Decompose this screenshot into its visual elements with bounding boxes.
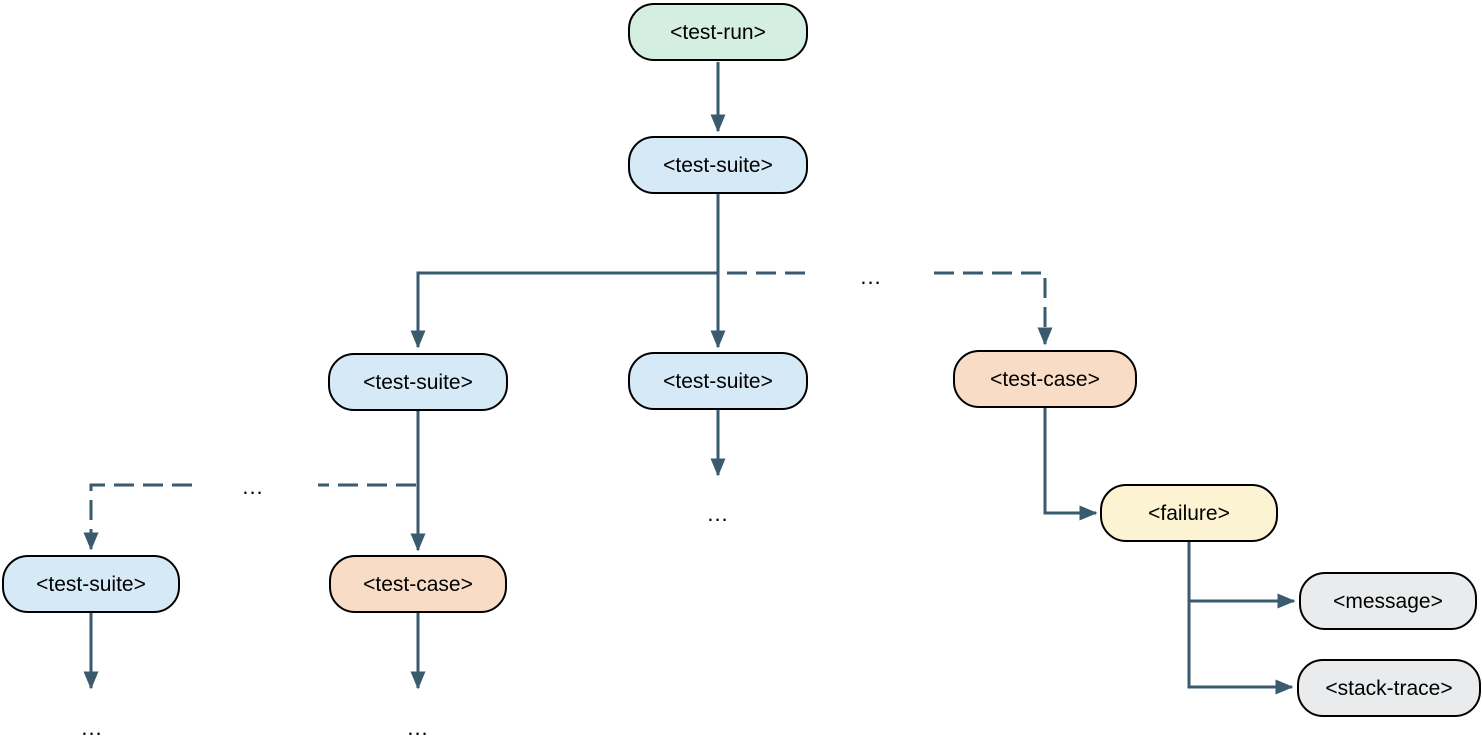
edge-rootsuite-testcase-dashed: [934, 271, 1053, 346]
ellipsis-below-bottom-case: ...: [407, 715, 429, 740]
ellipsis-top-branch: ...: [860, 264, 882, 289]
node-stack-trace-label: <stack-trace>: [1325, 676, 1453, 700]
node-test-suite-bottom-left: <test-suite>: [2, 555, 180, 613]
node-test-case-bottom: <test-case>: [329, 555, 507, 613]
node-test-case-bottom-label: <test-case>: [363, 572, 473, 596]
node-failure: <failure>: [1100, 484, 1278, 542]
node-test-suite-mid-label: <test-suite>: [663, 369, 773, 393]
ellipsis-below-mid-suite: ...: [707, 501, 729, 526]
edge-leftsuite-bottomleftsuite-dashed: [83, 483, 192, 551]
edge-rootsuite-leftsuite: [410, 271, 718, 349]
node-test-run-label: <test-run>: [670, 20, 766, 44]
node-test-suite-root-label: <test-suite>: [663, 153, 773, 177]
node-test-run: <test-run>: [628, 3, 808, 61]
node-test-suite-root: <test-suite>: [628, 136, 808, 194]
node-test-suite-bottom-left-label: <test-suite>: [36, 572, 146, 596]
node-message-label: <message>: [1333, 589, 1443, 613]
ellipsis-left-branch: ...: [242, 474, 264, 499]
edge-failure-message: [1187, 542, 1296, 609]
node-test-case-right-label: <test-case>: [990, 367, 1100, 391]
node-test-suite-mid: <test-suite>: [628, 352, 808, 410]
node-failure-label: <failure>: [1148, 501, 1230, 525]
edge-testcase-failure: [1043, 408, 1098, 521]
node-test-suite-left: <test-suite>: [328, 353, 508, 411]
node-test-suite-left-label: <test-suite>: [363, 370, 473, 394]
node-message: <message>: [1299, 572, 1477, 630]
node-test-case-right: <test-case>: [953, 350, 1137, 408]
edge-failure-stacktrace: [1187, 595, 1294, 695]
ellipsis-below-bottom-left-suite: ...: [81, 715, 103, 740]
node-stack-trace: <stack-trace>: [1297, 659, 1481, 717]
